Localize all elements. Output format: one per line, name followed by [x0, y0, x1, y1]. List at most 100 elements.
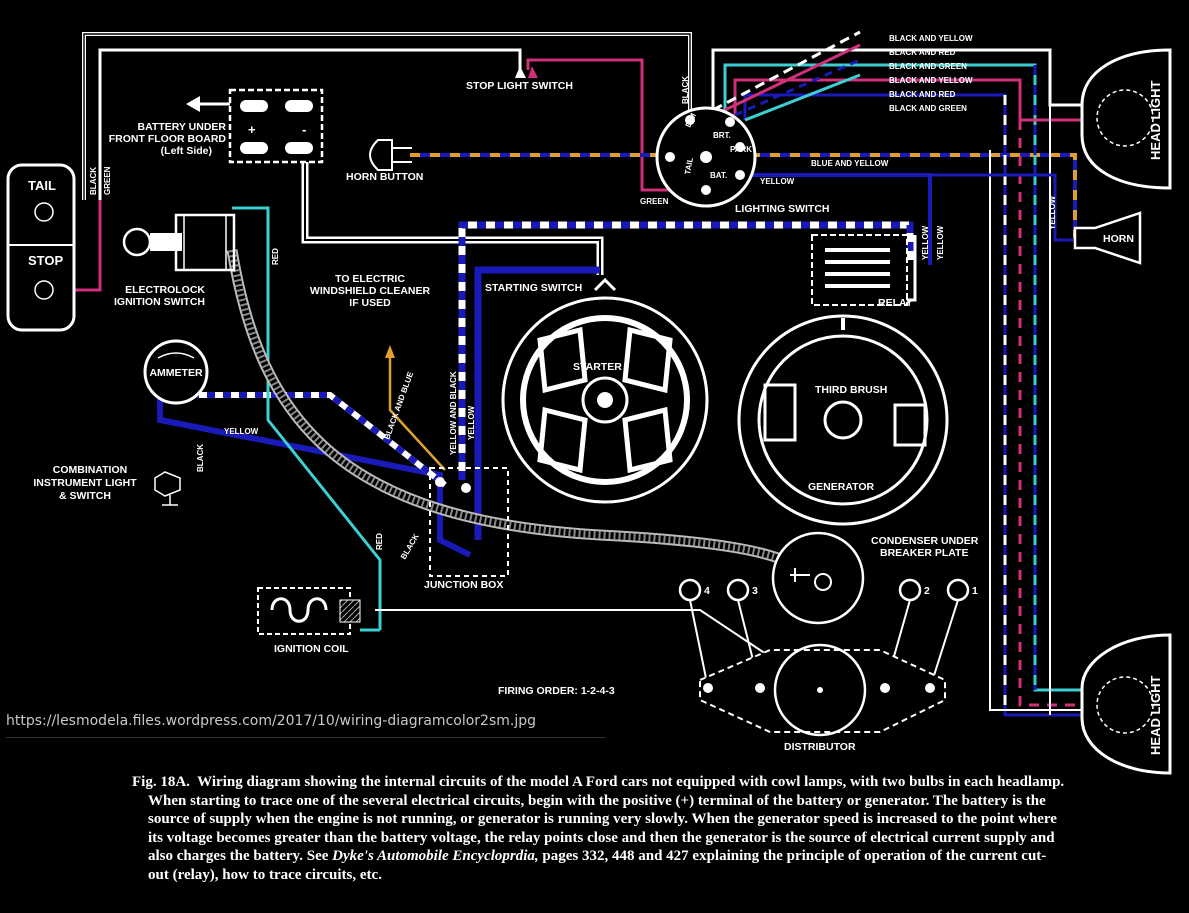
- wire-color-list: BLACK AND YELLOW BLACK AND RED BLACK AND…: [889, 34, 973, 113]
- red-coil-label: RED: [375, 533, 384, 550]
- stop-light-switch-label: STOP LIGHT SWITCH: [466, 80, 573, 92]
- green-wire-label: GREEN: [103, 166, 112, 195]
- headlight-lower: [1080, 633, 1172, 775]
- tail-stop-lamp: TAIL STOP: [6, 163, 76, 332]
- wire-black-and-blue: [388, 350, 446, 471]
- distributor: [699, 643, 946, 737]
- horn-button: [369, 139, 412, 171]
- battery: + -: [186, 88, 324, 164]
- lighting-switch: BRT. PARK BAT. DIM TAIL: [655, 106, 757, 208]
- condenser-label-2: BREAKER PLATE: [880, 547, 968, 559]
- source-url[interactable]: https://lesmodela.files.wordpress.com/20…: [6, 711, 606, 738]
- headlight-lower-label: HEAD LIGHT: [1148, 676, 1163, 756]
- windshield-label-1: TO ELECTRIC: [335, 273, 405, 285]
- blue-and-yellow-label: BLUE AND YELLOW: [811, 159, 889, 168]
- starter-label: STARTER: [573, 361, 622, 373]
- electrolock-label-2: IGNITION SWITCH: [114, 296, 205, 308]
- park-label: PARK: [730, 145, 752, 154]
- distributor-label: DISTRIBUTOR: [784, 741, 856, 753]
- relay: [811, 234, 908, 306]
- battery-minus: -: [302, 122, 306, 137]
- combo-label-1: COMBINATION: [53, 464, 127, 476]
- wire-cyan-ignition: [232, 206, 382, 630]
- starting-switch-label: STARTING SWITCH: [485, 282, 582, 294]
- caption-title: Wiring diagram: [197, 774, 301, 790]
- wire-color-3: BLACK AND GREEN: [889, 62, 967, 71]
- yellow-relay-label-1: YELLOW: [921, 225, 930, 260]
- wire-magenta-stop: [64, 200, 102, 292]
- combo-label-2: INSTRUMENT LIGHT: [33, 477, 137, 489]
- generator: [737, 314, 949, 526]
- battery-label-1: BATTERY UNDER: [138, 121, 227, 133]
- ammeter-label: AMMETER: [149, 367, 202, 379]
- black-ammeter-label: BLACK: [196, 444, 205, 472]
- black-and-blue-label: BLACK AND BLUE: [382, 370, 415, 441]
- plug-number-1: 1: [972, 585, 978, 597]
- wire-harness-magenta: [733, 78, 1090, 122]
- battery-label-3: (Left Side): [161, 145, 212, 157]
- yellow-ammeter-label: YELLOW: [224, 427, 259, 436]
- headlight-upper: [1080, 48, 1172, 190]
- junction-box: [429, 467, 509, 577]
- wire-yellow-blue: [474, 266, 600, 540]
- yellow-relay-label-2: YELLOW: [936, 225, 945, 260]
- figure-caption: Fig. 18A. Wiring diagram showing the int…: [116, 773, 1066, 885]
- green-label: GREEN: [640, 197, 669, 206]
- wire-color-4: BLACK AND YELLOW: [889, 76, 973, 85]
- caption-para2: When starting to trace one of the severa…: [148, 792, 1057, 865]
- starter: [501, 277, 709, 504]
- yellow-label-switch: YELLOW: [760, 177, 795, 186]
- ignition-coil-label: IGNITION COIL: [274, 643, 349, 655]
- wires: [64, 30, 1100, 717]
- condenser-breaker: [771, 531, 865, 625]
- horn: [1073, 211, 1142, 265]
- wire-color-6: BLACK AND GREEN: [889, 104, 967, 113]
- relay-label: RELAY: [878, 297, 913, 309]
- spark-plugs: 4 3 2 1: [678, 578, 978, 689]
- bat-label: BAT.: [710, 171, 727, 180]
- wire-color-2: BLACK AND RED: [889, 48, 956, 57]
- wire-color-5: BLACK AND RED: [889, 90, 956, 99]
- wire-harness-white: [711, 48, 1090, 110]
- battery-label-2: FRONT FLOOR BOARD: [109, 133, 227, 145]
- ammeter: [143, 339, 209, 405]
- caption-para2-end: pages 332, 448 and 427 explaining the pr…: [148, 848, 1047, 883]
- caption-reference: Dyke's Automobile Encycloprdia,: [332, 848, 539, 865]
- wire-color-1: BLACK AND YELLOW: [889, 34, 973, 43]
- stop-label: STOP: [28, 253, 63, 268]
- wire-ammeter-loop: [157, 385, 472, 558]
- horn-label: HORN: [1103, 233, 1134, 245]
- black-wire-label: BLACK: [89, 167, 98, 195]
- generator-label: GENERATOR: [808, 481, 875, 493]
- caption-fig-number: Fig. 18A.: [132, 774, 190, 790]
- tail-label: TAIL: [28, 178, 56, 193]
- combo-label-3: & SWITCH: [59, 490, 111, 502]
- caption-line1: showing the internal circuits of the mod…: [300, 774, 1065, 790]
- yellow-and-black-label: YELLOW AND BLACK: [449, 371, 458, 455]
- red-wire-label-1: RED: [271, 248, 280, 265]
- wire-green: [98, 48, 522, 200]
- windshield-label-3: IF USED: [349, 297, 391, 309]
- tail-switch-label: TAIL: [683, 157, 695, 176]
- stop-light-switch: [515, 66, 538, 78]
- combination-instrument-light: [154, 471, 181, 506]
- plug-number-3: 3: [752, 585, 758, 597]
- lighting-switch-label: LIGHTING SWITCH: [735, 203, 830, 215]
- plug-number-2: 2: [924, 585, 930, 597]
- plug-number-4: 4: [704, 585, 710, 597]
- black-coil-label: BLACK: [399, 532, 421, 561]
- condenser-label-1: CONDENSER UNDER: [871, 535, 979, 547]
- brt-label: BRT.: [713, 131, 731, 140]
- windshield-label-2: WINDSHIELD CLEANER: [310, 285, 431, 297]
- battery-plus: +: [248, 122, 256, 137]
- black-label: BLACK: [681, 76, 690, 104]
- junction-box-label: JUNCTION BOX: [424, 579, 503, 591]
- wire-stop-to-switch: [526, 58, 690, 192]
- yellow-horn-label: YELLOW: [1048, 195, 1057, 230]
- yellow-junction-label: YELLOW: [467, 405, 476, 440]
- firing-order-label: FIRING ORDER: 1-2-4-3: [498, 685, 615, 697]
- electrolock-label-1: ELECTROLOCK: [125, 284, 205, 296]
- ignition-coil: [257, 587, 361, 635]
- headlight-upper-label: HEAD LIGHT: [1148, 81, 1163, 161]
